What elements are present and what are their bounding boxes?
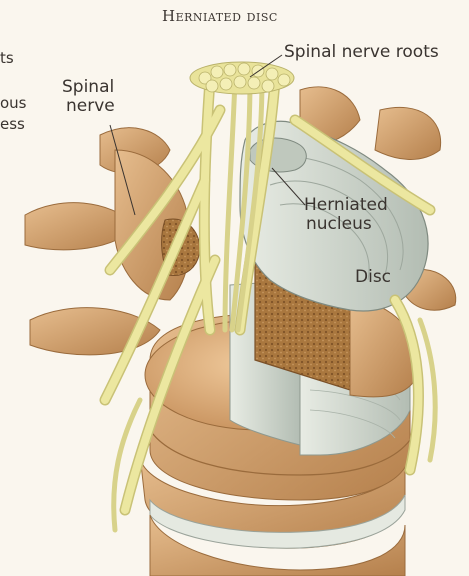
label-spinal-nerve-roots: Spinal nerve roots [284, 43, 439, 62]
cut-text-1: ts [0, 48, 14, 68]
cut-text-2: ous [0, 93, 27, 113]
label-spinal-nerve-line2: nerve [66, 97, 115, 116]
cut-text-3: ess [0, 114, 25, 134]
diagram-title: Herniated disc [162, 7, 278, 25]
label-herniated-nucleus-line2: nucleus [306, 215, 372, 234]
label-spinal-nerve-line1: Spinal [62, 78, 114, 97]
label-herniated-nucleus-line1: Herniated [304, 196, 388, 215]
label-disc: Disc [355, 268, 391, 287]
